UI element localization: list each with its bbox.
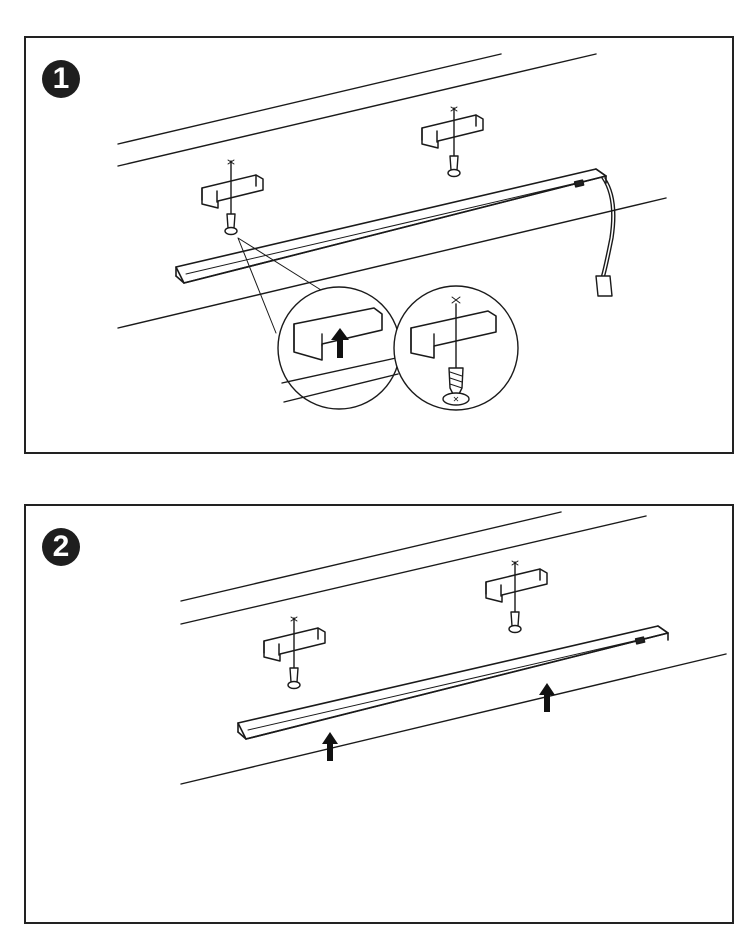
step-1-illustration: ✕ — [117, 53, 667, 411]
wall-line-bottom — [180, 653, 727, 785]
wall-line-top — [117, 53, 502, 145]
up-arrow-icon — [322, 732, 338, 761]
mounting-clip-right — [421, 114, 484, 149]
mounting-clip-left — [201, 174, 264, 209]
cross-mark-left — [290, 616, 298, 622]
cross-mark-right — [450, 106, 458, 112]
cross-mark-left — [227, 159, 235, 165]
wall-line-top — [180, 511, 562, 602]
detail-screw-circle: ✕ — [393, 285, 519, 411]
up-arrow-icon — [331, 328, 349, 358]
cross-mark-detail — [451, 296, 461, 304]
step-1-badge: 1 — [42, 60, 80, 98]
step-1-panel: 1 — [24, 36, 734, 454]
led-light-bar — [175, 168, 607, 284]
detail-clip-insert-circle — [277, 286, 401, 410]
screw-left — [224, 160, 238, 236]
led-light-bar — [237, 625, 669, 740]
screw-head-icon — [442, 392, 470, 406]
zoom-wedge — [237, 237, 322, 334]
screw-head-mark: ✕ — [453, 395, 460, 404]
step-2-panel: 2 — [24, 504, 734, 924]
mounting-clip-right — [485, 568, 548, 603]
screw-right — [447, 107, 461, 178]
cross-mark-right — [511, 560, 519, 566]
screw-right — [508, 561, 522, 634]
step-2-badge: 2 — [42, 528, 80, 566]
screw-left — [287, 617, 301, 690]
up-arrow-icon — [539, 683, 555, 712]
power-cable — [595, 177, 616, 297]
wall-line-middle — [117, 53, 597, 167]
wall-line-bottom — [117, 197, 667, 329]
step-2-illustration — [180, 511, 727, 785]
wall-line-middle — [180, 515, 647, 625]
